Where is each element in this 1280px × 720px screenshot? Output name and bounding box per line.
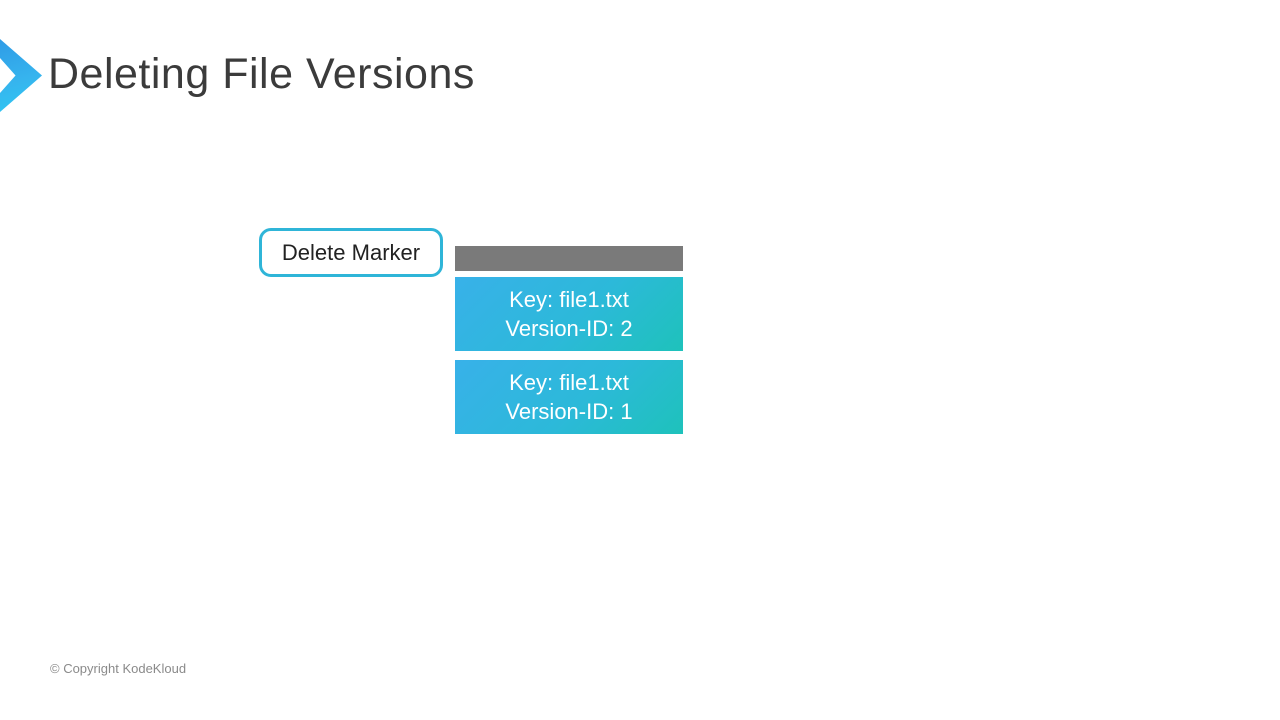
delete-marker-label-text: Delete Marker — [281, 239, 421, 265]
version-box-2: Key: file1.txt Version-ID: 2 — [455, 277, 683, 351]
copyright-footer: © Copyright KodeKloud — [50, 661, 187, 676]
page-title: Deleting File Versions — [48, 50, 475, 98]
delete-marker-label: Delete Marker — [259, 228, 443, 277]
version-box-2-key: Key: file1.txt — [509, 287, 629, 312]
chevron-right-icon — [0, 39, 42, 112]
version-box-1: Key: file1.txt Version-ID: 1 — [455, 360, 683, 434]
version-box-2-id: Version-ID: 2 — [505, 316, 633, 341]
version-box-1-key: Key: file1.txt — [509, 370, 629, 395]
version-box-1-id: Version-ID: 1 — [505, 399, 633, 424]
delete-marker-bar — [455, 246, 683, 271]
chevron-notch — [0, 57, 16, 93]
